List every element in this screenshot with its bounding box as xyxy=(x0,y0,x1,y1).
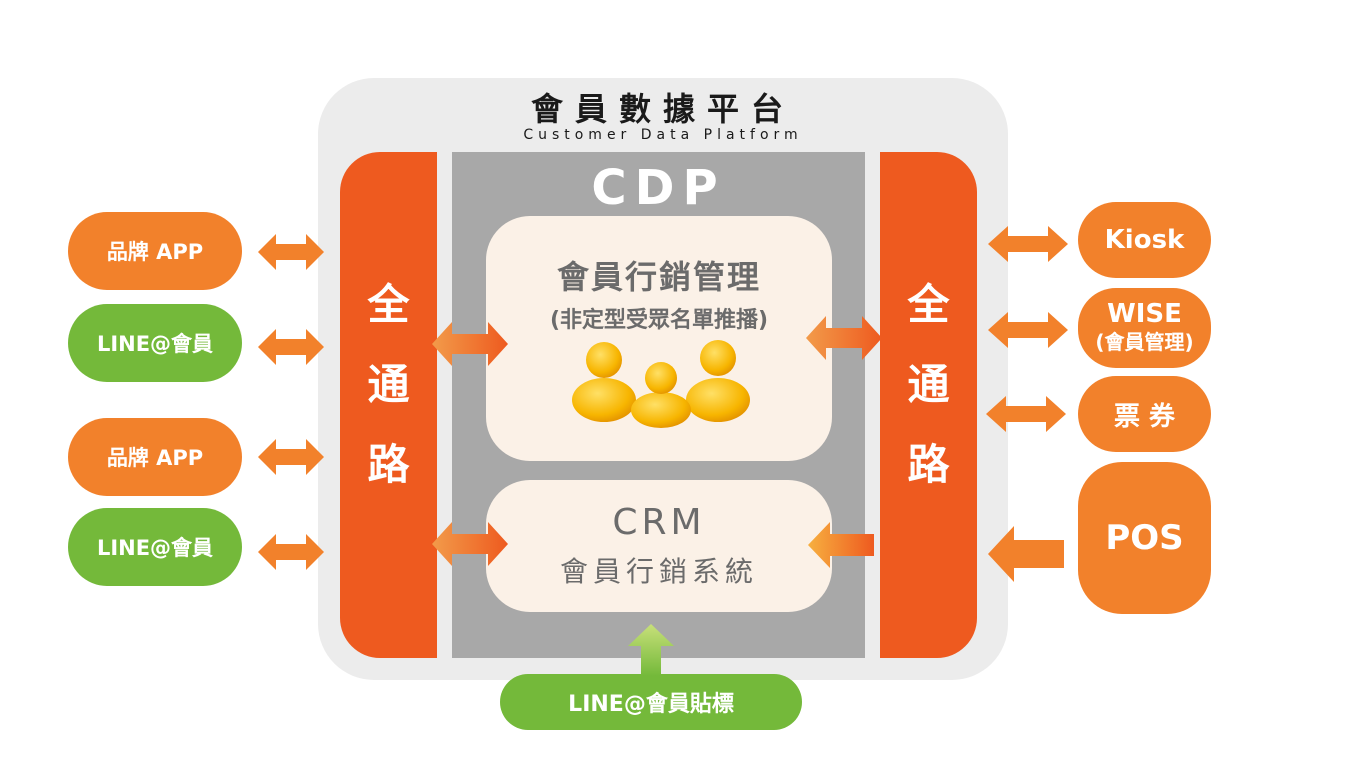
double-arrow-icon xyxy=(988,226,1068,262)
platform-subtitle: Customer Data Platform xyxy=(523,127,803,143)
source-label: LINE@會員 xyxy=(96,332,214,356)
source-label: LINE@會員貼標 xyxy=(568,692,734,717)
source-label: Kiosk xyxy=(1104,225,1185,255)
double-arrow-icon xyxy=(806,316,882,360)
omnichannel-right: 全 通 路 xyxy=(880,152,977,658)
crm-box: CRM 會員行銷系統 xyxy=(486,480,832,612)
source-label: POS xyxy=(1105,518,1184,558)
platform-title: 會員數據平台 xyxy=(530,90,795,128)
double-arrow-icon xyxy=(258,329,324,365)
left-source-line-member: LINE@會員 xyxy=(68,508,242,586)
source-label: 品牌 APP xyxy=(106,240,204,264)
channel-char: 全 xyxy=(907,280,950,329)
channel-char: 路 xyxy=(907,440,950,489)
left-source-line-member: LINE@會員 xyxy=(68,304,242,382)
source-label: 品牌 APP xyxy=(106,446,204,470)
left-source-brand-app: 品牌 APP xyxy=(68,418,242,496)
bottom-source-line-tag: LINE@會員貼標 xyxy=(500,674,802,730)
source-sublabel: (會員管理) xyxy=(1095,330,1194,354)
double-arrow-icon xyxy=(988,312,1068,348)
channel-char: 通 xyxy=(907,360,950,409)
double-arrow-icon xyxy=(258,439,324,475)
right-source-wise: WISE (會員管理) xyxy=(1078,288,1211,368)
channel-char: 路 xyxy=(367,440,410,489)
double-arrow-icon xyxy=(432,522,508,566)
right-source-kiosk: Kiosk xyxy=(1078,202,1211,278)
people-group-icon xyxy=(572,340,750,428)
member-marketing-subtitle: (非定型受眾名單推播) xyxy=(549,308,769,333)
channel-char: 全 xyxy=(367,280,410,329)
arrow-up-icon xyxy=(628,624,674,676)
double-arrow-icon xyxy=(258,234,324,270)
arrow-left-icon xyxy=(988,526,1064,582)
double-arrow-icon xyxy=(986,396,1066,432)
cdp-label: CDP xyxy=(591,160,726,216)
right-source-ticket: 票 券 xyxy=(1078,376,1211,452)
source-label: WISE xyxy=(1107,299,1182,329)
arrow-left-icon xyxy=(808,522,874,568)
member-marketing-box: 會員行銷管理 (非定型受眾名單推播) xyxy=(486,216,832,461)
omnichannel-left: 全 通 路 xyxy=(340,152,437,658)
source-label: 票 券 xyxy=(1113,401,1176,432)
source-label: LINE@會員 xyxy=(96,536,214,560)
right-source-pos: POS xyxy=(1078,462,1211,614)
double-arrow-icon xyxy=(432,322,508,366)
member-marketing-title: 會員行銷管理 xyxy=(556,258,761,296)
double-arrow-icon xyxy=(258,534,324,570)
crm-subtitle: 會員行銷系統 xyxy=(559,555,758,588)
crm-title: CRM xyxy=(612,502,706,543)
channel-char: 通 xyxy=(367,360,410,409)
left-source-brand-app: 品牌 APP xyxy=(68,212,242,290)
